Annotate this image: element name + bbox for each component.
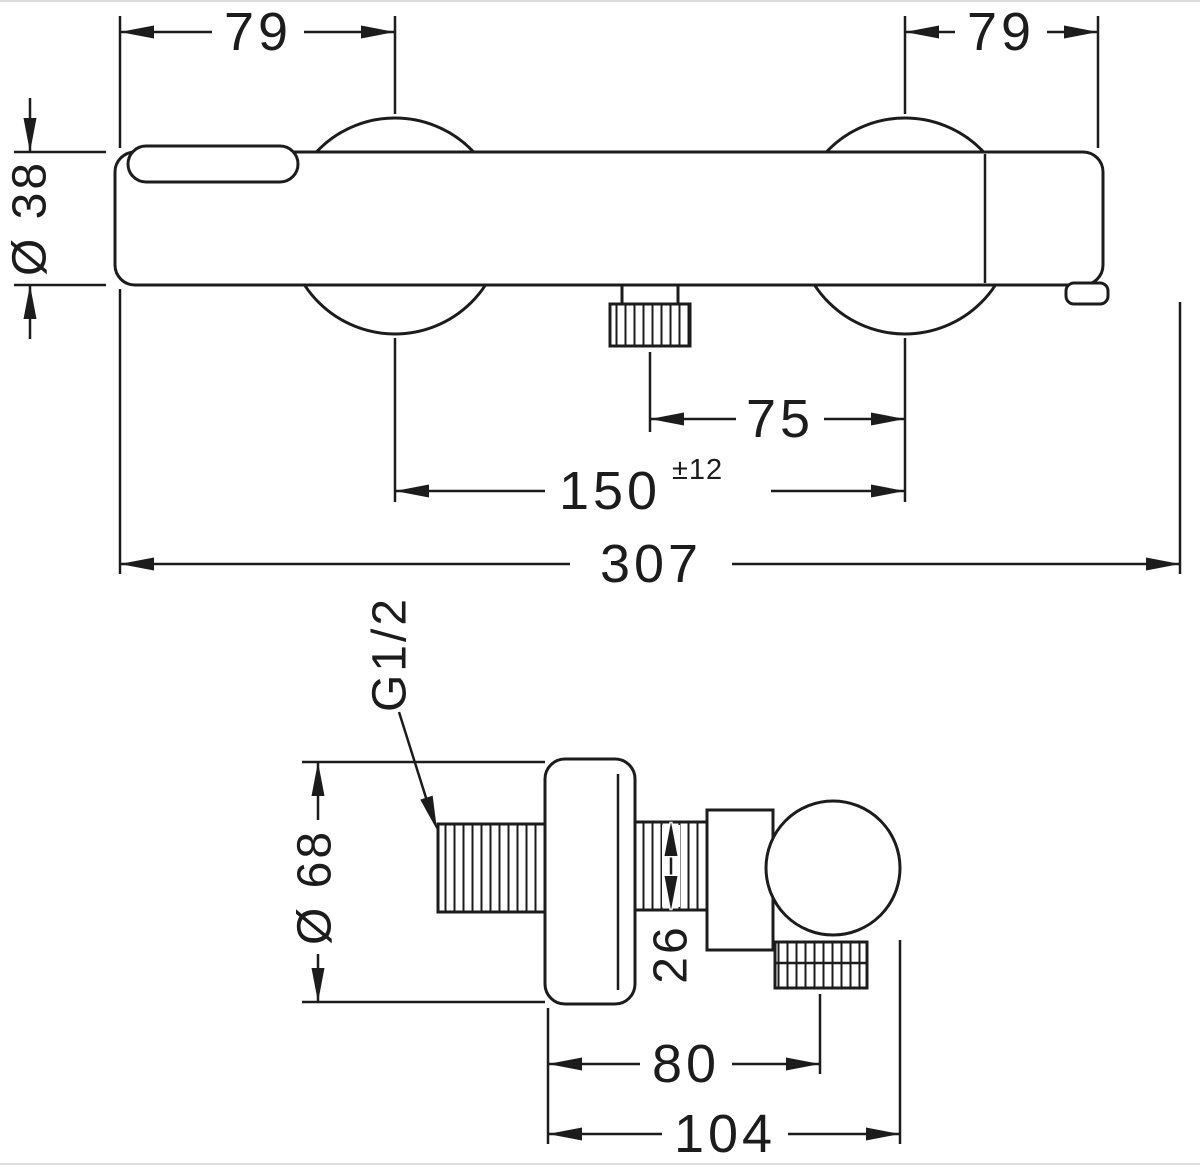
dimension-80: 80 xyxy=(546,994,822,1144)
escutcheon-disc xyxy=(543,757,637,1006)
arrowhead-up xyxy=(311,762,325,796)
arrowhead-left xyxy=(120,25,154,39)
arrowhead-right xyxy=(361,25,395,39)
dim-80-label: 80 xyxy=(652,1034,720,1094)
dim-26-label: 26 xyxy=(645,924,698,983)
dim-75-label: 75 xyxy=(746,389,814,449)
arrowhead-left xyxy=(395,484,429,498)
arrowhead-right xyxy=(871,412,905,426)
arrowhead-right xyxy=(1146,557,1180,571)
dimension-26: 26 xyxy=(645,820,698,984)
valve-body xyxy=(705,808,775,952)
arrowhead-left xyxy=(548,1057,582,1071)
dim-bar-diameter-label: Ø 38 xyxy=(4,160,57,276)
outlet-thread xyxy=(608,302,692,348)
dimension-bar-diameter: Ø 38 xyxy=(4,98,106,339)
front-view: 79 79 Ø 38 xyxy=(4,2,1182,594)
arrowhead-left xyxy=(120,557,154,571)
right-clip-tab xyxy=(1064,281,1110,306)
side-view: G1/2 Ø 68 xyxy=(289,596,902,1164)
dim-escutcheon-diameter-label: Ø 68 xyxy=(289,829,342,945)
dimension-150: 150 ±12 xyxy=(393,338,905,521)
label-mask xyxy=(640,1037,732,1091)
arrowhead-left xyxy=(650,412,684,426)
dim-307-label: 307 xyxy=(600,534,702,594)
dim-104-label: 104 xyxy=(674,1104,776,1164)
dimension-79-left: 79 xyxy=(118,2,397,148)
label-mask xyxy=(736,392,824,446)
dimension-escutcheon-diameter: Ø 68 xyxy=(289,762,342,1002)
shower-outlet-thread xyxy=(773,940,869,990)
arrowhead-up xyxy=(23,285,37,319)
dimension-307: 307 xyxy=(118,289,1182,594)
arrowhead-left xyxy=(548,1127,582,1141)
label-mask xyxy=(212,5,304,59)
arrowhead-right xyxy=(871,484,905,498)
label-mask xyxy=(955,5,1047,59)
arrowhead-right xyxy=(866,1127,900,1141)
label-mask xyxy=(545,462,771,520)
inlet-nipple-thread xyxy=(436,822,548,914)
thread-size-label: G1/2 xyxy=(364,596,417,712)
arrowhead-down xyxy=(311,968,325,1002)
arrowhead-right xyxy=(1064,25,1098,39)
thread-callout: G1/2 xyxy=(364,596,444,833)
label-mask xyxy=(662,1107,788,1161)
left-handle-grip xyxy=(126,144,300,184)
arrowhead-right xyxy=(786,1057,820,1071)
label-mask xyxy=(570,537,732,591)
mixer-bar-body xyxy=(113,150,1105,287)
dimension-75: 75 xyxy=(648,338,907,502)
dim-79-right-label: 79 xyxy=(967,2,1035,62)
arrowhead-left xyxy=(905,25,939,39)
dimension-104: 104 xyxy=(548,940,902,1164)
dim-150-tolerance-label: ±12 xyxy=(672,454,723,486)
dimension-79-right: 79 xyxy=(903,2,1100,148)
dim-150-label: 150 xyxy=(559,461,661,521)
handle-knob xyxy=(764,799,902,937)
dim-79-left-label: 79 xyxy=(224,2,292,62)
arrowhead-down xyxy=(23,118,37,152)
